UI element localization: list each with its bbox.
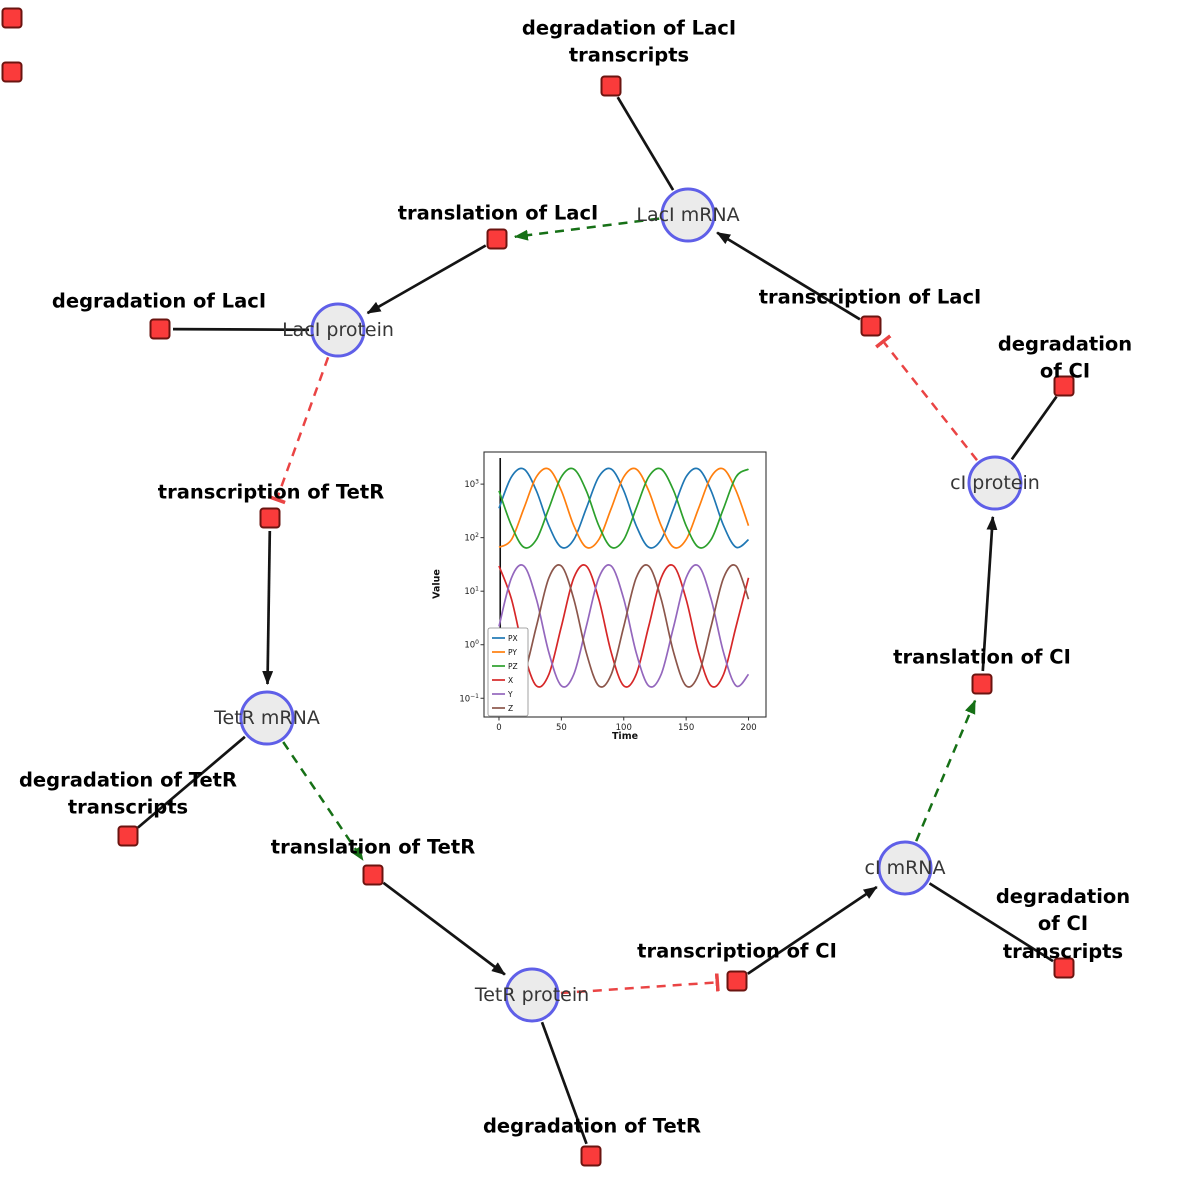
x-tick-label: 0 — [496, 723, 501, 732]
edge-consumption-ci_mrna-to-deg_ci_tx — [928, 882, 1054, 963]
y-tick-label: 102 — [464, 532, 479, 544]
x-tick-label: 150 — [678, 723, 694, 732]
y-tick-label: 103 — [464, 479, 479, 491]
series-line-PY — [498, 467, 750, 549]
series-line-X — [498, 564, 750, 688]
series-line-PZ — [498, 467, 749, 549]
chart-x-axis-label: Time — [611, 731, 639, 742]
y-tick-label: 100 — [464, 639, 479, 651]
legend-label-Y: Y — [507, 690, 513, 699]
edge-production-transcr_laci-to-laci_mrna — [716, 231, 861, 321]
edge-inhibition-tetr_protein-to-transcr_ci — [560, 973, 720, 995]
x-tick-label: 50 — [556, 723, 567, 732]
edge-modifier-tetr_mrna-to-transl_tetr — [282, 741, 364, 861]
chart-y-axis-label: Value — [431, 569, 443, 599]
edge-consumption-laci_mrna-to-deg_laci_tx — [616, 96, 675, 191]
edge-production-transl_ci-to-ci_protein — [981, 515, 998, 672]
x-tick-label: 100 — [616, 723, 632, 732]
edge-consumption-tetr_protein-to-deg_tetr — [540, 1021, 588, 1145]
y-tick-label: 10−1 — [459, 693, 479, 705]
legend-label-PY: PY — [508, 648, 517, 657]
edge-production-transcr_ci-to-ci_mrna — [747, 885, 878, 975]
y-tick-label: 101 — [464, 586, 479, 598]
edge-consumption-tetr_mrna-to-deg_tetr_tx — [137, 735, 246, 829]
series-line-Z — [498, 564, 750, 688]
edge-production-transl_laci-to-laci_protein — [366, 244, 487, 315]
legend-label-PX: PX — [508, 634, 518, 643]
edge-production-transl_tetr-to-tetr_protein — [382, 881, 506, 976]
edge-production-transcr_tetr-to-tetr_mrna — [262, 530, 274, 685]
legend-label-X: X — [508, 676, 513, 685]
edge-modifier-laci_mrna-to-transl_laci — [513, 217, 660, 241]
x-tick-label: 200 — [740, 723, 756, 732]
legend-label-Z: Z — [508, 704, 513, 713]
edge-consumption-ci_protein-to-deg_ci — [1010, 395, 1058, 461]
edge-inhibition-laci_protein-to-transcr_tetr — [267, 356, 330, 505]
edge-inhibition-ci_protein-to-transcr_laci — [875, 334, 978, 461]
legend-label-PZ: PZ — [508, 662, 518, 671]
edge-modifier-ci_mrna-to-transl_ci — [915, 699, 977, 842]
edge-consumption-laci_protein-to-deg_laci — [172, 327, 310, 332]
